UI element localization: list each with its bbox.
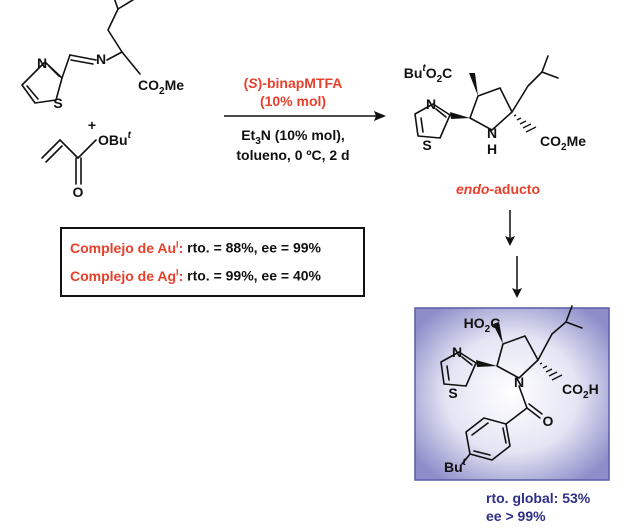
overall-ee: ee > 99%	[486, 508, 546, 524]
thiazole-s-label: S	[53, 95, 62, 111]
final-amide-o: O	[543, 413, 554, 429]
down-arrows	[505, 210, 522, 298]
imine-reactant: N S N CO2Me	[21, 0, 184, 111]
endo-adduct-name: endo-aducto	[456, 181, 540, 197]
product-panel	[414, 307, 610, 481]
acrylate-carbonyl-o: O	[73, 184, 84, 200]
catalyst-loading: (10% mol)	[260, 93, 326, 109]
endo-co2me-label: CO2Me	[540, 133, 586, 153]
reaction-arrow-head	[374, 111, 386, 121]
complex-ag-result: rto. = 99%, ee = 40%	[187, 267, 321, 284]
endo-nh-n: N	[487, 125, 497, 141]
final-thiazole-s: S	[448, 385, 457, 401]
endo-thiazole-s: S	[422, 137, 431, 153]
endo-adduct-structure: ButO2C N S N H CO2Me	[404, 55, 586, 157]
solvent-label: tolueno, 0 ºC, 2 d	[236, 147, 349, 163]
final-tbu-label: But	[444, 457, 467, 475]
complex-row-ag: Complejo de AgI: rto. = 99%, ee = 40%	[70, 267, 321, 284]
acrylate-reactant: OBut O	[41, 130, 132, 200]
reaction-conditions: (S)-binapMTFA (10% mol) Et3N (10% mol), …	[224, 75, 386, 163]
complex-row-au: Complejo de AuI: rto. = 88%, ee = 99%	[70, 239, 321, 256]
endo-thiazole-n: N	[426, 96, 436, 112]
complex-au-result: rto. = 88%, ee = 99%	[187, 239, 321, 256]
final-acid2-label: CO2H	[562, 381, 599, 401]
imine-n-label: N	[96, 51, 106, 67]
catalyst-label: (S)-binapMTFA	[244, 75, 343, 91]
complex-ag-label: Complejo de AgI:	[70, 267, 184, 284]
final-ring-n: N	[514, 374, 524, 390]
base-label: Et3N (10% mol),	[241, 127, 345, 147]
complex-results-box: Complejo de AuI: rto. = 88%, ee = 99% Co…	[60, 227, 365, 297]
endo-nh-h: H	[487, 141, 497, 157]
complex-au-label: Complejo de AuI:	[70, 239, 184, 256]
endo-ester-label: ButO2C	[404, 63, 453, 85]
plus-sign: +	[88, 117, 96, 133]
thiazole-n-label: N	[37, 55, 47, 71]
final-thiazole-n: N	[452, 344, 462, 360]
imine-ester-label: CO2Me	[138, 77, 184, 97]
final-acid1-label: HO2C	[464, 315, 501, 335]
final-product-structure: HO2C N S N CO2H O But	[440, 305, 599, 475]
overall-yield: rto. global: 53%	[486, 490, 591, 506]
acrylate-ester-label: OBut	[98, 130, 132, 148]
